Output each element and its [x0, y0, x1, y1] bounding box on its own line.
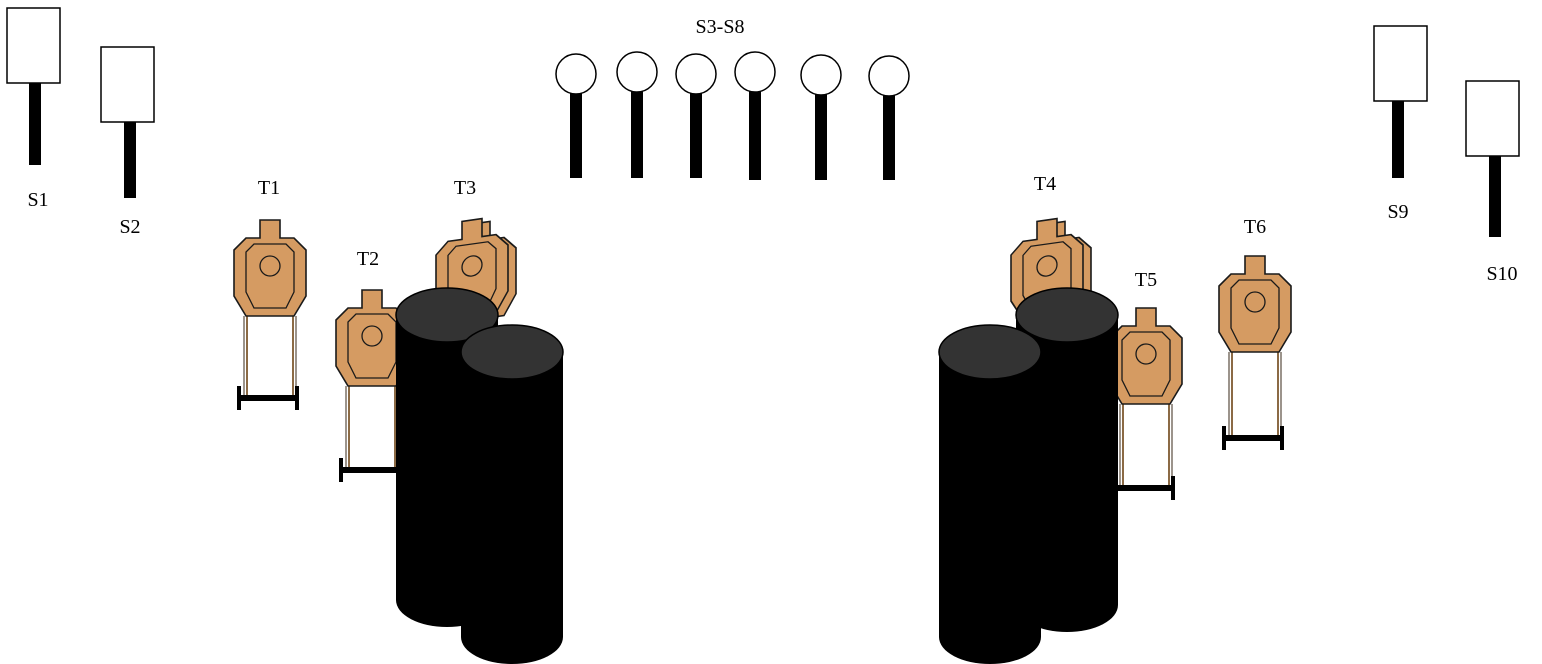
steel-plate-rect: [6, 7, 61, 84]
popper-post: [883, 94, 895, 180]
paper-target-t1: T1: [233, 177, 307, 410]
paper-target-t5: T5: [1109, 269, 1183, 500]
target-label: T5: [1135, 269, 1157, 291]
popper-head: [555, 53, 597, 95]
popper-post: [815, 93, 827, 180]
target-silhouette: [233, 219, 307, 317]
steel-s7: [800, 54, 842, 180]
popper-head: [734, 51, 776, 93]
steel-post: [1392, 101, 1404, 178]
popper-post: [631, 90, 643, 178]
steel-s9: S9: [1373, 25, 1428, 223]
target-label: T2: [357, 248, 379, 270]
target-label: T3: [454, 177, 476, 199]
barrel-icon: [460, 324, 564, 664]
steel-label: S9: [1387, 201, 1408, 223]
steel-post: [29, 83, 41, 165]
steel-s3: [555, 53, 597, 178]
steel-plate-rect: [1465, 80, 1520, 157]
steel-s1: S1: [6, 7, 61, 211]
target-label: T4: [1034, 173, 1056, 195]
steel-label: S10: [1486, 263, 1517, 285]
paper-target-t6: T6: [1218, 216, 1292, 450]
target-label: T6: [1244, 216, 1266, 238]
steel-plate-rect: [1373, 25, 1428, 102]
steel-post: [124, 122, 136, 198]
target-stand: [237, 316, 299, 410]
steel-label: S2: [119, 216, 140, 238]
steel-s5: [675, 53, 717, 178]
target-stand: [339, 386, 401, 482]
steel-s2: S2: [100, 46, 155, 238]
barrel-icon: [938, 324, 1042, 664]
steel-label: S1: [27, 189, 48, 211]
target-stand: [1222, 352, 1284, 450]
popper-head: [616, 51, 658, 93]
target-stand: [1113, 404, 1175, 500]
steel-s6: [734, 51, 776, 180]
popper-head: [800, 54, 842, 96]
steel-post: [1489, 156, 1501, 237]
popper-group-label: S3-S8: [696, 16, 745, 38]
popper-post: [570, 92, 582, 178]
target-silhouette: [1218, 255, 1292, 353]
popper-head: [868, 55, 910, 97]
popper-head: [675, 53, 717, 95]
steel-plate-rect: [100, 46, 155, 123]
steel-s4: [616, 51, 658, 178]
popper-post: [749, 90, 761, 180]
paper-target-t3: T3: [435, 177, 517, 325]
steel-s10: S10: [1465, 80, 1520, 285]
steel-s8: [868, 55, 910, 180]
target-label: T1: [258, 177, 280, 199]
popper-post: [690, 92, 702, 178]
target-silhouette: [1109, 307, 1183, 405]
barrels: [395, 287, 1119, 664]
paper-target-t4: T4: [1010, 173, 1092, 325]
